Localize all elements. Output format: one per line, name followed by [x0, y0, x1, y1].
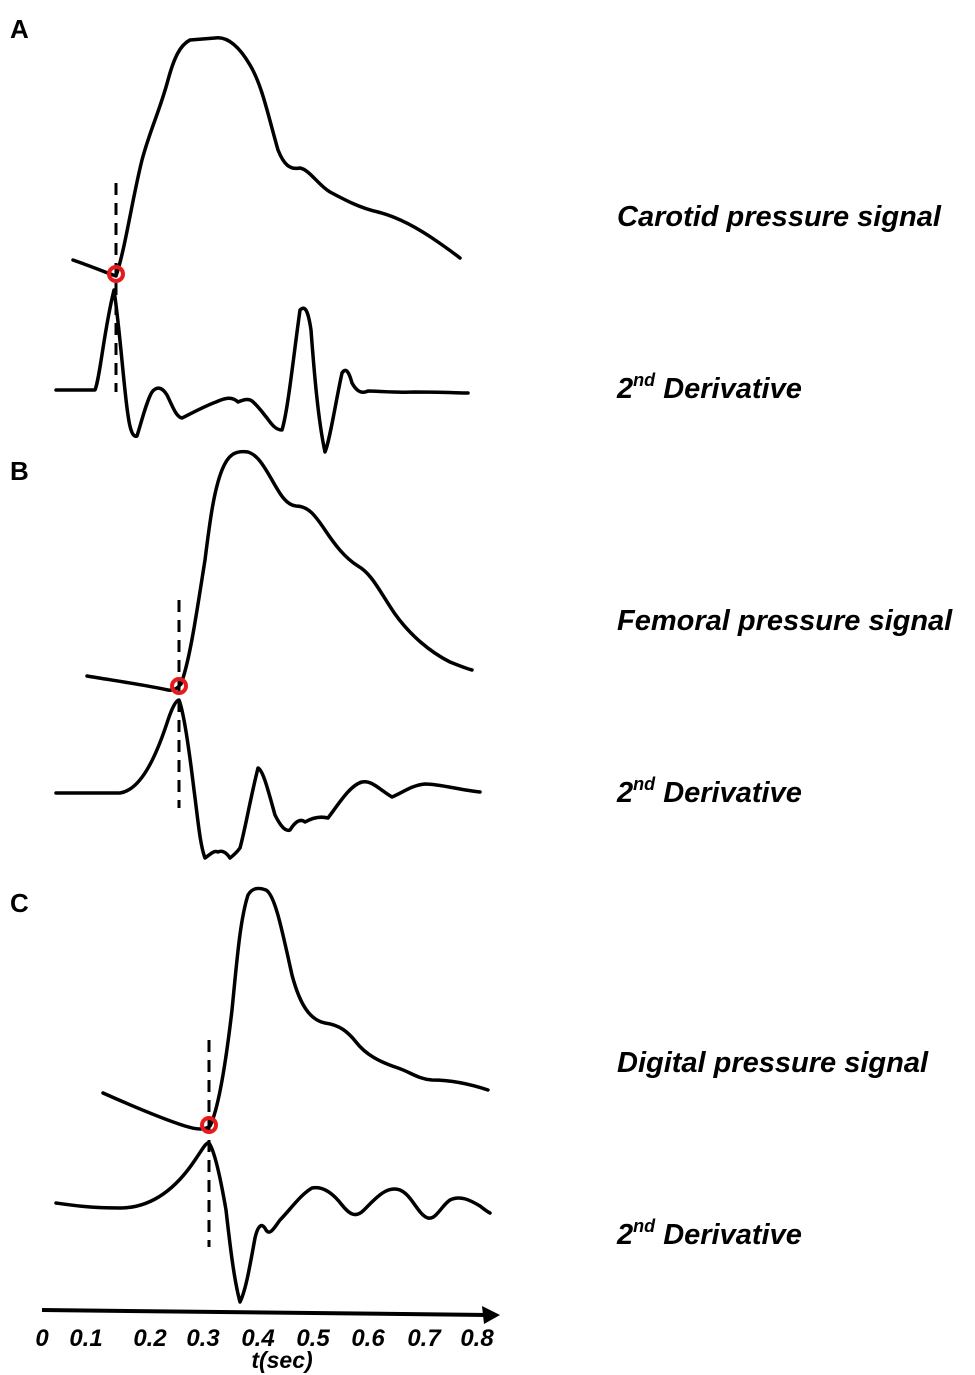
tick-label: 0	[35, 1325, 49, 1352]
onset-marker-b	[170, 677, 188, 695]
tick-label: 0.6	[351, 1325, 385, 1352]
panel-c: C Digital pressure signal 2nd Derivative	[10, 886, 929, 1304]
panel-a: A Carotid pressure signal 2nd Derivative	[10, 14, 942, 454]
time-axis: 0 0.1 0.2 0.3 0.4 0.5 0.6 0.7 0.8 t(sec)	[35, 1306, 500, 1373]
onset-marker-a	[107, 265, 125, 283]
time-axis-title: t(sec)	[251, 1347, 312, 1373]
femoral-second-derivative-trace	[54, 698, 482, 860]
femoral-pressure-trace	[85, 449, 474, 692]
tick-label: 0.4	[241, 1325, 274, 1352]
tick-label: 0.1	[69, 1325, 102, 1352]
tick-label: 0.3	[186, 1325, 220, 1352]
tick-label: 0.2	[133, 1325, 167, 1352]
derivative-label-c: 2nd Derivative	[616, 1216, 802, 1251]
panel-letter-b: B	[10, 456, 29, 486]
pressure-label-a: Carotid pressure signal	[617, 201, 942, 233]
carotid-second-derivative-trace	[54, 288, 470, 454]
carotid-pressure-trace	[71, 36, 462, 278]
tick-label: 0.7	[407, 1325, 442, 1352]
derivative-label-b: 2nd Derivative	[616, 774, 802, 809]
pressure-label-c: Digital pressure signal	[617, 1047, 929, 1079]
panel-b: B Femoral pressure signal 2nd Derivative	[10, 449, 953, 860]
time-axis-line	[41, 1308, 489, 1317]
digital-second-derivative-trace	[54, 1141, 492, 1304]
panel-letter-a: A	[10, 14, 29, 44]
digital-pressure-trace	[101, 886, 490, 1131]
tick-label: 0.8	[460, 1325, 494, 1352]
tick-label: 0.5	[296, 1325, 330, 1352]
pressure-label-b: Femoral pressure signal	[617, 605, 953, 637]
panel-letter-c: C	[10, 888, 29, 918]
time-axis-arrowhead	[482, 1306, 500, 1324]
derivative-label-a: 2nd Derivative	[616, 370, 802, 405]
onset-marker-c	[200, 1116, 218, 1134]
